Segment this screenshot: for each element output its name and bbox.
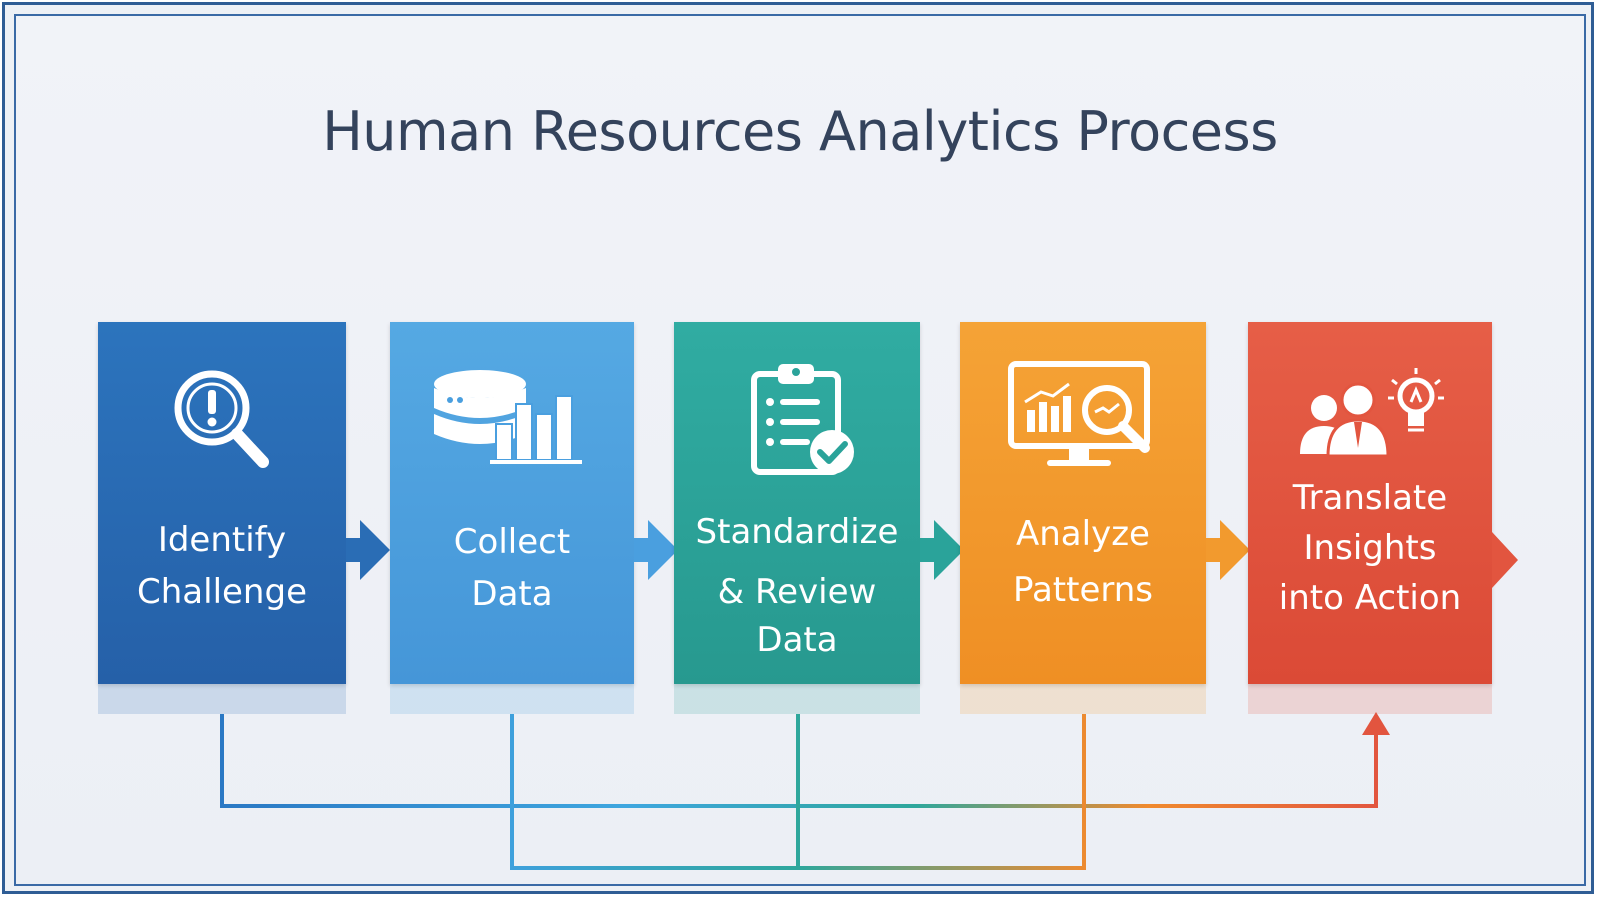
step-label-line: Collect bbox=[453, 522, 571, 562]
step-reflection bbox=[98, 684, 346, 714]
step-analyze-patterns: Analyze Patterns bbox=[960, 322, 1206, 714]
flow-arrow-2 bbox=[634, 520, 678, 580]
connector-arrowhead bbox=[1362, 712, 1390, 735]
step-reflection bbox=[390, 684, 634, 714]
step-label-line: Data bbox=[471, 574, 553, 614]
step-label-line: & Review bbox=[717, 572, 877, 612]
step-label-line: Translate bbox=[1292, 478, 1448, 518]
step-reflection bbox=[674, 684, 920, 714]
step-label-line: Challenge bbox=[137, 572, 307, 612]
step-label-line: Analyze bbox=[1016, 514, 1150, 554]
page-title: Human Resources Analytics Process bbox=[322, 100, 1278, 163]
step-reflection bbox=[960, 684, 1206, 714]
clipboard-check-icon bbox=[674, 358, 920, 478]
flow-arrow-3 bbox=[920, 520, 964, 580]
flow-arrow-1 bbox=[346, 520, 390, 580]
step-translate-insights: Translate Insights into Action bbox=[1248, 322, 1492, 714]
step-label-line: Standardize bbox=[695, 512, 899, 552]
monitor-analytics-icon bbox=[960, 358, 1206, 478]
database-chart-icon bbox=[390, 358, 634, 478]
flow-arrow-5 bbox=[1492, 532, 1518, 588]
people-lightbulb-icon bbox=[1248, 358, 1492, 478]
magnifier-alert-icon bbox=[98, 358, 346, 478]
step-label-line: into Action bbox=[1278, 578, 1462, 618]
step-label-line: Identify bbox=[157, 520, 287, 560]
step-label-line: Patterns bbox=[1012, 570, 1154, 610]
flow-arrow-4 bbox=[1206, 520, 1250, 580]
step-standardize-review-data: Standardize & Review Data bbox=[674, 322, 920, 714]
step-identify-challenge: Identify Challenge bbox=[98, 322, 346, 714]
step-label-line: Insights bbox=[1303, 528, 1437, 568]
step-reflection bbox=[1248, 684, 1492, 714]
step-label-line: Data bbox=[756, 620, 838, 660]
step-collect-data: Collect Data bbox=[390, 322, 634, 714]
